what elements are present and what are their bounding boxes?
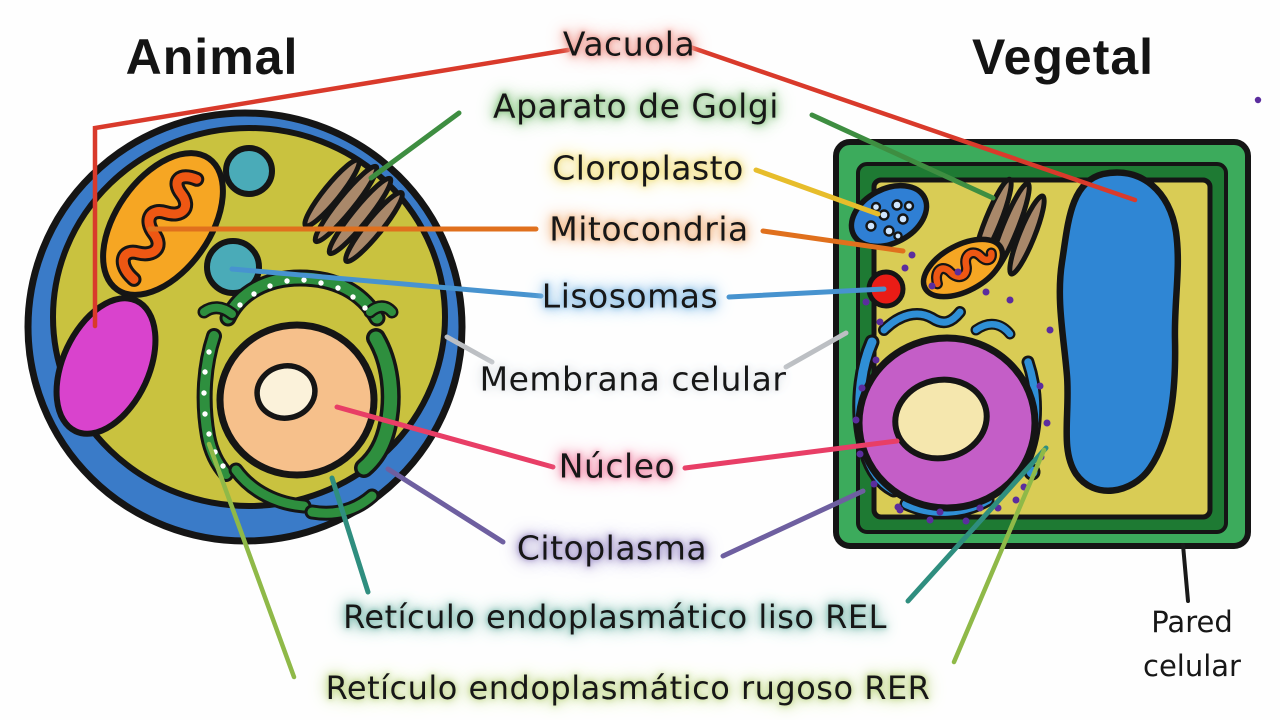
plant-chloroplast: [848, 182, 930, 250]
connector-lines: [92, 44, 1138, 680]
label-nucleo: Núcleo: [558, 446, 676, 486]
line-vacuola-left: [92, 47, 571, 329]
label-reticulo-liso: Retículo endoplasmático liso REL: [343, 598, 887, 636]
animal-nucleolus: [254, 363, 318, 421]
title-animal: Animal: [125, 29, 299, 85]
animal-vacuole: [53, 295, 159, 437]
line-lisosomas-right: [726, 286, 887, 300]
line-cloroplasto-right: [753, 167, 881, 217]
line-nucleo-right: [682, 438, 900, 471]
line-vacuola-right: [687, 44, 1138, 203]
line-membrana-left: [444, 334, 495, 365]
plant-ribosome-dots: [852, 251, 1054, 525]
line-rer-right: [951, 447, 1047, 665]
plant-vacuole: [1056, 169, 1182, 494]
animal-mitochondria: [100, 150, 226, 298]
stray-ribosome-dot: [1254, 96, 1262, 104]
label-vacuola: Vacuola: [562, 24, 696, 64]
line-membrana-right: [783, 330, 849, 370]
plant-nucleolus: [892, 376, 990, 462]
line-nucleo-left: [334, 404, 556, 470]
line-citoplasma-right: [720, 488, 866, 559]
plant-mitochondria: [920, 236, 1006, 300]
animal-rer-ribosome-dots: [201, 277, 368, 469]
line-rer-left: [206, 441, 297, 680]
label-citoplasma: Citoplasma: [516, 528, 708, 568]
line-rel-left: [329, 475, 371, 595]
line-golgi-left: [368, 110, 462, 181]
animal-endoplasmic-reticulum: [196, 269, 401, 521]
label-aparato-de-golgi: Aparato de Golgi: [493, 86, 779, 126]
label-lisosomas: Lisosomas: [541, 276, 719, 316]
label-pared-celular: Pared celular: [1143, 605, 1241, 683]
line-lisosomas-left: [229, 266, 544, 299]
line-rel-right: [905, 445, 1049, 604]
line-mitocondria-right: [760, 228, 906, 254]
line-golgi-right: [809, 112, 996, 201]
label-reticulo-rugoso: Retículo endoplasmático rugoso RER: [325, 669, 931, 707]
plant-cell: [833, 96, 1262, 603]
pared-celular-pointer-line: [1181, 543, 1190, 603]
label-cloroplasto: Cloroplasto: [552, 148, 744, 188]
line-citoplasma-left: [385, 466, 506, 545]
label-mitocondria: Mitocondria: [549, 209, 749, 249]
animal-lysosome-upper: [223, 145, 275, 197]
title-vegetal: Vegetal: [971, 29, 1155, 85]
label-membrana-celular: Membrana celular: [479, 359, 787, 399]
